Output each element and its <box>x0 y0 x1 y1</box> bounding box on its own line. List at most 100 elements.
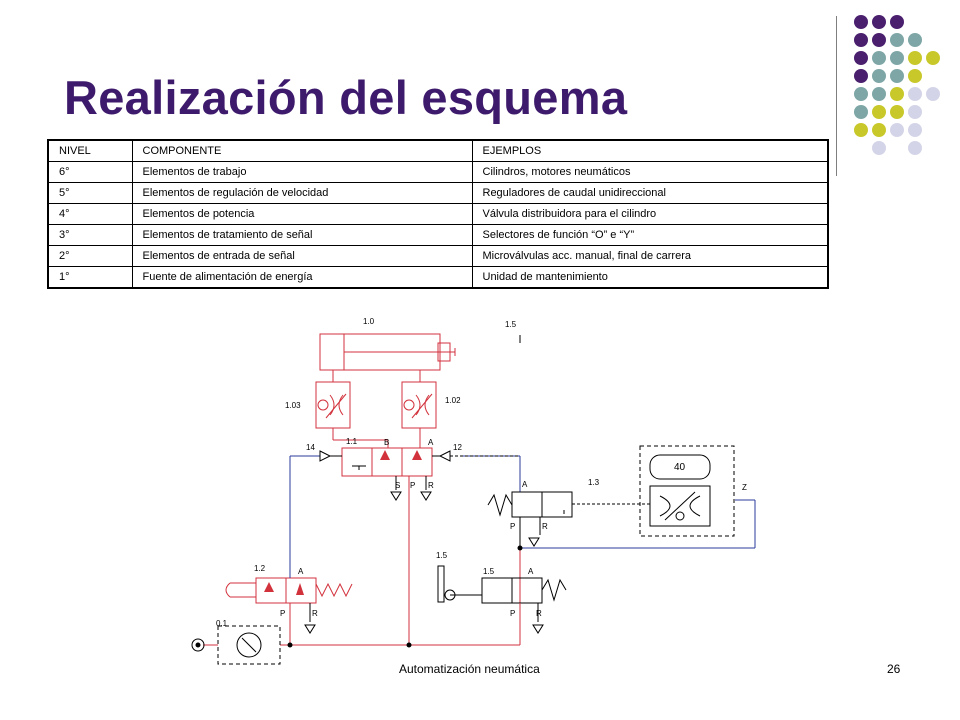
label-manual-valve: 1.2 <box>254 564 266 573</box>
table-row: 3° Elementos de tratamiento de señal Sel… <box>47 224 829 246</box>
table-row: 1° Fuente de alimentación de energía Uni… <box>47 266 829 289</box>
label-port-r: R <box>428 481 434 490</box>
page-number: 26 <box>887 662 901 676</box>
label-pilot-14: 14 <box>306 443 315 452</box>
stop-block <box>437 565 445 603</box>
decor-dot <box>908 33 922 47</box>
header-ejemplos: EJEMPLOS <box>471 139 829 162</box>
label-service-unit: 0.1 <box>216 619 228 628</box>
cell-level: 1° <box>47 266 133 289</box>
label-limit-port-p: P <box>510 609 515 618</box>
cell-component: Elementos de tratamiento de señal <box>131 224 473 246</box>
flow-control-valve-1-03 <box>315 381 351 429</box>
footer-text: Automatización neumática <box>399 662 540 676</box>
label-manual-port-a: A <box>298 567 304 576</box>
component-levels-table: NIVEL COMPONENTE EJEMPLOS 6° Elementos d… <box>47 139 829 289</box>
label-flow-valve-left: 1.03 <box>285 401 301 410</box>
decor-dot <box>872 51 886 65</box>
label-cylinder: 1.0 <box>363 317 375 326</box>
decor-dot <box>890 123 904 137</box>
label-port-z: Z <box>742 483 747 492</box>
label-timer-valve: 1.3 <box>588 478 600 487</box>
decor-dot <box>908 141 922 155</box>
push-button-icon <box>225 582 256 598</box>
label-limit-marker: 1.5 <box>505 320 517 329</box>
spring-icon <box>315 582 353 598</box>
decor-dot <box>854 123 868 137</box>
timer-box <box>639 445 735 537</box>
decor-dot <box>872 33 886 47</box>
slide-title: Realización del esquema <box>64 71 628 124</box>
roller-icon <box>444 589 456 601</box>
decor-dot <box>872 105 886 119</box>
decor-dot <box>854 15 868 29</box>
cell-component: Fuente de alimentación de energía <box>131 266 473 289</box>
cell-component: Elementos de entrada de señal <box>131 245 473 267</box>
arrow-icon <box>264 582 274 592</box>
exhaust-icon <box>304 624 316 634</box>
exhaust-icon <box>390 491 402 501</box>
decor-dot <box>854 51 868 65</box>
main-valve-1-1 <box>341 447 433 477</box>
check-valve-icon <box>403 399 415 411</box>
cylinder-rod-end <box>437 342 451 362</box>
flow-control-valve-1-02 <box>401 381 437 429</box>
decor-dot <box>854 33 868 47</box>
label-limit-valve: 1.5 <box>483 567 495 576</box>
label-port-s: S <box>395 481 400 490</box>
decor-dot <box>890 105 904 119</box>
decor-dot <box>872 15 886 29</box>
label-timer-value: 40 <box>674 462 686 473</box>
spring-icon <box>541 578 567 602</box>
decor-dot <box>908 123 922 137</box>
decor-dot <box>890 51 904 65</box>
pressurized-lines <box>203 333 521 646</box>
label-manual-port-p: P <box>280 609 285 618</box>
decor-dot <box>926 87 940 101</box>
pilot-12-icon <box>438 450 451 462</box>
pilot-14-icon <box>319 450 332 462</box>
label-port-b: B <box>384 438 389 447</box>
decor-dot <box>890 87 904 101</box>
arrow-icon <box>296 583 304 595</box>
cell-example: Unidad de mantenimiento <box>471 266 829 289</box>
cell-component: Elementos de trabajo <box>131 161 473 183</box>
table-row: 6° Elementos de trabajo Cilindros, motor… <box>47 161 829 183</box>
exhaust-icon <box>528 537 540 547</box>
label-manual-port-r: R <box>312 609 318 618</box>
decor-dot <box>854 69 868 83</box>
timer-reservoir <box>649 454 711 480</box>
label-main-valve: 1.1 <box>346 437 358 446</box>
label-port-p: P <box>410 481 415 490</box>
table-row: 2° Elementos de entrada de señal Micrová… <box>47 245 829 267</box>
decor-dot <box>926 51 940 65</box>
label-timer-port-a: A <box>522 480 528 489</box>
label-timer-port-p: P <box>510 522 515 531</box>
decor-dot <box>890 69 904 83</box>
exhaust-icon <box>420 491 432 501</box>
decor-dot <box>872 69 886 83</box>
arrow-icon <box>380 450 390 460</box>
decor-dot <box>854 105 868 119</box>
junction-dot <box>406 642 412 648</box>
junction-dot <box>287 642 293 648</box>
spring-icon <box>487 493 513 517</box>
exhaust-icon <box>532 624 544 634</box>
check-valve-icon <box>317 399 329 411</box>
service-unit-0-1 <box>217 625 281 665</box>
label-pilot-12: 12 <box>453 443 462 452</box>
junction-dot <box>517 545 523 551</box>
pressure-gauge-icon <box>236 632 262 658</box>
decor-dot <box>872 87 886 101</box>
decor-dot <box>872 123 886 137</box>
label-timer-port-r: R <box>542 522 548 531</box>
title-divider-line <box>836 16 837 176</box>
throttle-icon <box>329 394 344 416</box>
throttle-icon <box>415 394 430 416</box>
decor-dot <box>872 141 886 155</box>
timer-throttle <box>649 485 711 527</box>
decor-dot <box>908 69 922 83</box>
label-flow-valve-right: 1.02 <box>445 396 461 405</box>
label-limit-port-a: A <box>528 567 534 576</box>
